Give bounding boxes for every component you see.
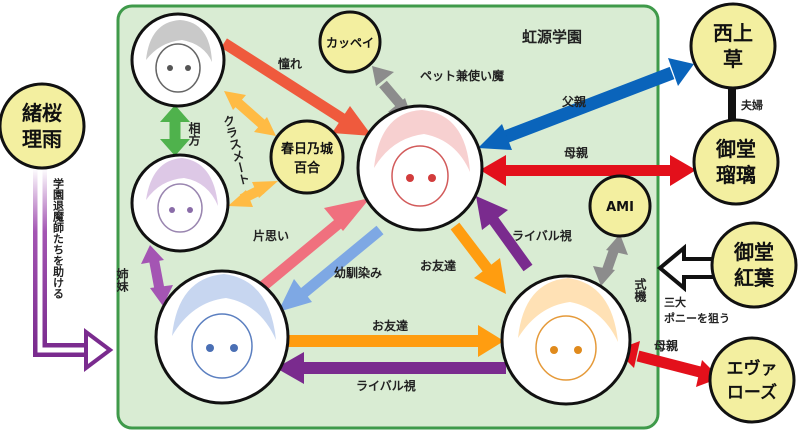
node-kappei-label: カッペイ: [326, 36, 374, 50]
node-ami: AMI: [588, 174, 652, 238]
label-pet: ペット兼使い魔: [420, 68, 505, 83]
label-otomodachi-diagonal: お友達: [420, 258, 456, 273]
node-nishikami-line2: 草: [723, 47, 743, 71]
arrow-mother-top: [480, 155, 696, 186]
school-name: 虹源学園: [522, 28, 582, 46]
label-target-line1: 三大: [664, 295, 686, 309]
label-aikata: 相方: [187, 121, 201, 147]
node-kasuganojo: 春日乃城 百合: [269, 119, 345, 195]
arrow-otomodachi-bottom: [282, 325, 504, 357]
label-otomodachi-bottom: お友達: [372, 318, 408, 333]
character-mid-left: [130, 153, 230, 253]
arrow-aikata: [160, 105, 190, 156]
node-mido-ruri: 御堂 瑠璃: [692, 118, 780, 206]
node-eva-line2: ローズ: [727, 382, 777, 403]
character-bottom-right: [500, 274, 632, 406]
arrow-classmate-upper: [224, 91, 276, 136]
arrow-akogare: [221, 38, 372, 136]
node-oou: 緒桜 理雨: [0, 82, 86, 170]
arrow-rival-bottom: [276, 352, 506, 384]
label-shiki: 式機: [633, 277, 647, 303]
node-oou-line2: 理雨: [22, 127, 62, 151]
node-nishikami: 西上 草: [689, 2, 777, 90]
node-eva: エヴァ ローズ: [708, 336, 796, 424]
label-rival-right: ライバル視: [512, 228, 572, 243]
node-nishikami-line1: 西上: [713, 21, 753, 45]
arrow-osananajimi: [278, 225, 384, 312]
node-mido-ruri-line1: 御堂: [715, 137, 756, 161]
node-ami-label: AMI: [606, 200, 634, 215]
arrow-father: [478, 58, 694, 150]
character-top-left: [130, 12, 226, 108]
node-mido-kureha: 御堂 紅葉: [710, 221, 798, 309]
node-mido-kureha-line2: 紅葉: [734, 266, 775, 290]
node-mido-ruri-line2: 瑠璃: [716, 163, 756, 187]
arrow-shiki: [593, 234, 628, 286]
character-bottom-left: [154, 269, 290, 405]
label-osananajimi: 幼馴染み: [334, 265, 382, 280]
label-akogare: 憧れ: [278, 56, 302, 71]
arrow-classmate-lower: [228, 181, 278, 207]
arrow-shimai: [141, 245, 173, 306]
node-eva-line1: エヴァ: [727, 358, 778, 379]
label-shimai: 姉妹: [115, 267, 129, 293]
node-oou-line1: 緒桜: [22, 101, 62, 125]
label-help: 学園退魔師たちを助ける: [52, 177, 65, 300]
label-kataomoi: 片思い: [253, 228, 289, 243]
connector-fuufu: [728, 88, 736, 122]
node-mido-kureha-line1: 御堂: [733, 240, 774, 264]
label-rival-bottom: ライバル視: [356, 378, 416, 393]
label-mother-top: 母親: [564, 145, 588, 160]
label-mother-bottom: 母親: [654, 338, 678, 353]
label-fuufu: 夫婦: [741, 98, 763, 112]
label-target-line2: ポニーを狙う: [664, 311, 730, 325]
node-kasuganojo-line2: 百合: [294, 160, 321, 176]
node-kasuganojo-line1: 春日乃城: [280, 141, 333, 157]
arrow-kataomoi: [258, 198, 370, 292]
arrow-rival-right: [476, 196, 533, 272]
arrow-help: [33, 168, 114, 372]
label-father: 父親: [561, 94, 586, 109]
arrow-otomodachi-diagonal: [450, 222, 506, 294]
character-center: [356, 104, 484, 232]
node-kappei: カッペイ: [318, 10, 382, 74]
